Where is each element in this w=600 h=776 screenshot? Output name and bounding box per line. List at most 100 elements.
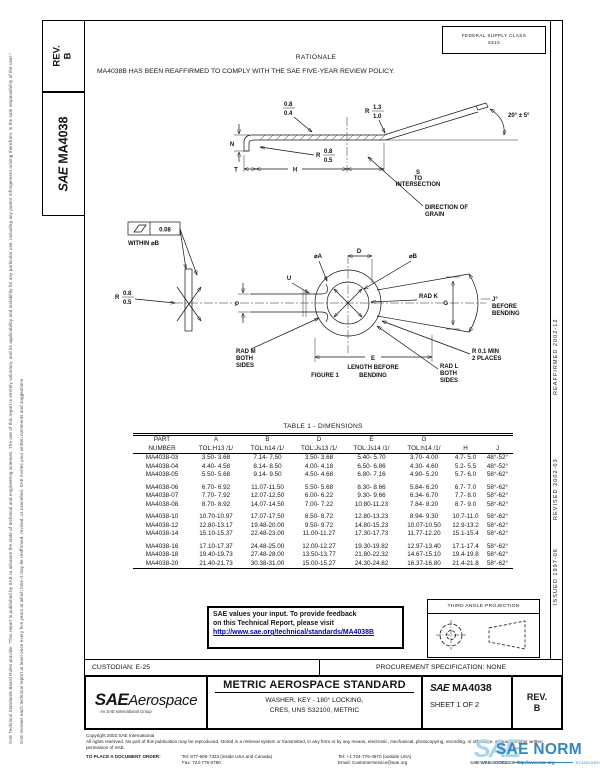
standard-title: METRIC AEROSPACE STANDARD bbox=[215, 679, 414, 693]
label-dia-b: ⌀B bbox=[409, 254, 418, 260]
custodian-cell: CUSTODIAN: E-25 bbox=[85, 660, 320, 675]
feedback-box: SAE values your input. To provide feedba… bbox=[207, 606, 404, 649]
label-flat-within: WITHIN ⌀B bbox=[128, 241, 160, 247]
rationale-text: MA4038B HAS BEEN REAFFIRMED TO COMPLY WI… bbox=[97, 68, 395, 75]
watermark-standard: STANDARD bbox=[575, 760, 600, 765]
left-margin-note-1: SAE Technical Standards Board Rules prov… bbox=[8, 52, 13, 744]
label-s: S bbox=[416, 170, 420, 176]
label-to: TO bbox=[414, 176, 423, 182]
figure-caption: FIGURE 1 bbox=[311, 373, 339, 379]
label-grain-1: DIRECTION OF bbox=[425, 205, 468, 211]
label-edge-limit-bot: 0.4 bbox=[284, 111, 293, 117]
label-r1-top: 1.3 bbox=[373, 105, 382, 111]
label-edge-limit-top: 0.8 bbox=[284, 102, 293, 108]
label-r2-top: 0.8 bbox=[324, 149, 333, 155]
copyright-line: Copyright 2002 SAE International bbox=[86, 733, 155, 738]
projection-cone-icon bbox=[488, 620, 526, 650]
watermark-sae-icon: SAE bbox=[474, 735, 521, 763]
procurement-cell: PROCUREMENT SPECIFICATION: NONE bbox=[375, 664, 507, 671]
label-d: D bbox=[357, 249, 362, 255]
angle-arc bbox=[490, 109, 504, 135]
label-t: T bbox=[234, 168, 238, 174]
label-rad-l-2: BOTH bbox=[440, 371, 457, 377]
label-r3-prefix: R bbox=[115, 295, 120, 301]
watermark-international: INTERNATIONAL bbox=[474, 760, 511, 765]
title-block: SAEAerospace An SAE International Group … bbox=[84, 675, 563, 730]
doc-number-sae: SAE bbox=[430, 683, 450, 694]
label-intersection: INTERSECTION bbox=[396, 182, 441, 188]
rev-box-value: B bbox=[62, 52, 74, 60]
label-e: E bbox=[371, 356, 375, 362]
label-bend-angle: 20° ± 5° bbox=[508, 113, 530, 119]
label-n: N bbox=[230, 142, 234, 148]
reaffirmed-date: REAFFIRMED 2002-12 bbox=[553, 318, 559, 395]
key-tip bbox=[475, 102, 489, 111]
label-rad-l-1: RAD L bbox=[440, 364, 459, 370]
col-header bbox=[449, 435, 482, 445]
order-fax: Fax: 724-776-0790 bbox=[182, 759, 221, 765]
order-tel1: Tel: 877-606-7323 (inside USA and Canada… bbox=[182, 753, 273, 759]
col-header: TOL:h14 /1/ bbox=[250, 444, 285, 452]
logo-sae-text: SAE bbox=[94, 689, 129, 709]
projection-box: THIRD ANGLE PROJECTION bbox=[427, 599, 540, 658]
watermark-norm-text: SAE NORM bbox=[496, 741, 582, 758]
label-rad-m-1: RAD M bbox=[236, 349, 256, 355]
order-web: SAE WEB ADDRESS: http://www.sae.org bbox=[470, 759, 555, 765]
logo-tagline: An SAE International Group bbox=[100, 708, 152, 714]
sae-logo-side: SAE bbox=[56, 167, 71, 192]
feedback-link[interactable]: http://www.sae.org/technical/standards/M… bbox=[213, 628, 374, 636]
doc-number-side-box: SAE MA4038 bbox=[42, 92, 85, 216]
doc-number-side: MA4038 bbox=[56, 116, 71, 164]
subject-line2: CRES, UNS S32100, METRIC bbox=[269, 706, 360, 714]
col-header: H bbox=[463, 444, 468, 452]
col-header: TOL:H13 /1/ bbox=[198, 444, 234, 452]
col-header: PART bbox=[153, 436, 171, 444]
label-h: H bbox=[293, 168, 297, 174]
feedback-line2: on this Technical Report, please visit bbox=[213, 619, 334, 627]
col-header: D bbox=[316, 436, 322, 444]
col-header: TOL:Js14 /1/ bbox=[353, 444, 390, 452]
order-tel2: Tel: +1 724-776-4970 (outside USA) bbox=[338, 753, 412, 759]
label-grain-2: GRAIN bbox=[425, 212, 444, 218]
rev-cell-value: B bbox=[533, 702, 541, 713]
label-flat-tol: 0.08 bbox=[159, 228, 171, 234]
figure-1-drawing: 20° ± 5° 0.8 0.4 R 1.3 1.0 R 0.8 0.5 N T bbox=[115, 102, 530, 384]
rev-cell-label: REV. bbox=[526, 691, 548, 702]
label-rad-m-3: SIDES bbox=[236, 363, 254, 369]
label-u: U bbox=[287, 276, 291, 282]
col-header: B bbox=[265, 436, 270, 444]
dimensions-table: PART A B D E G NUMBER TOL:H13 /1/ TOL:h1… bbox=[133, 433, 513, 569]
col-header: G bbox=[421, 436, 427, 444]
left-margin-note-2: SAE reviews each technical report at lea… bbox=[19, 377, 24, 744]
label-r3-top: 0.8 bbox=[123, 291, 132, 297]
rationale-title: RATIONALE bbox=[295, 54, 337, 61]
rev-cell: REV. B bbox=[513, 677, 561, 728]
label-rad-k: RAD K bbox=[419, 294, 439, 300]
col-header: TOL:h14 /1/ bbox=[407, 444, 441, 452]
label-bending: BENDING bbox=[492, 311, 520, 317]
sae-norm-watermark: SAE SAE NORM INTERNATIONAL STANDARD bbox=[474, 735, 600, 765]
label-rad-m-2: BOTH bbox=[236, 356, 253, 362]
custodian-row: CUSTODIAN: E-25 PROCUREMENT SPECIFICATIO… bbox=[84, 659, 563, 676]
label-dia-a: ⌀A bbox=[314, 254, 323, 260]
logo-aerospace-text: Aerospace bbox=[128, 691, 198, 709]
order-label: TO PLACE A DOCUMENT ORDER: bbox=[86, 753, 161, 759]
label-rmin-1: R 0.1 MIN bbox=[472, 349, 499, 355]
federal-supply-class-box: FEDERAL SUPPLY CLASS 5310 bbox=[442, 26, 546, 54]
hook-bend bbox=[243, 134, 255, 152]
watermark-divider bbox=[513, 762, 573, 763]
label-g: G bbox=[443, 301, 448, 307]
issued-date: ISSUED 1997-06 bbox=[553, 548, 559, 605]
label-rad-l-3: SIDES bbox=[440, 378, 458, 384]
dimensions-table-header: PART A B D E G NUMBER TOL:H13 /1/ TOL:h1… bbox=[133, 434, 513, 454]
rights-line: All rights reserved. No part of this pub… bbox=[86, 739, 543, 751]
